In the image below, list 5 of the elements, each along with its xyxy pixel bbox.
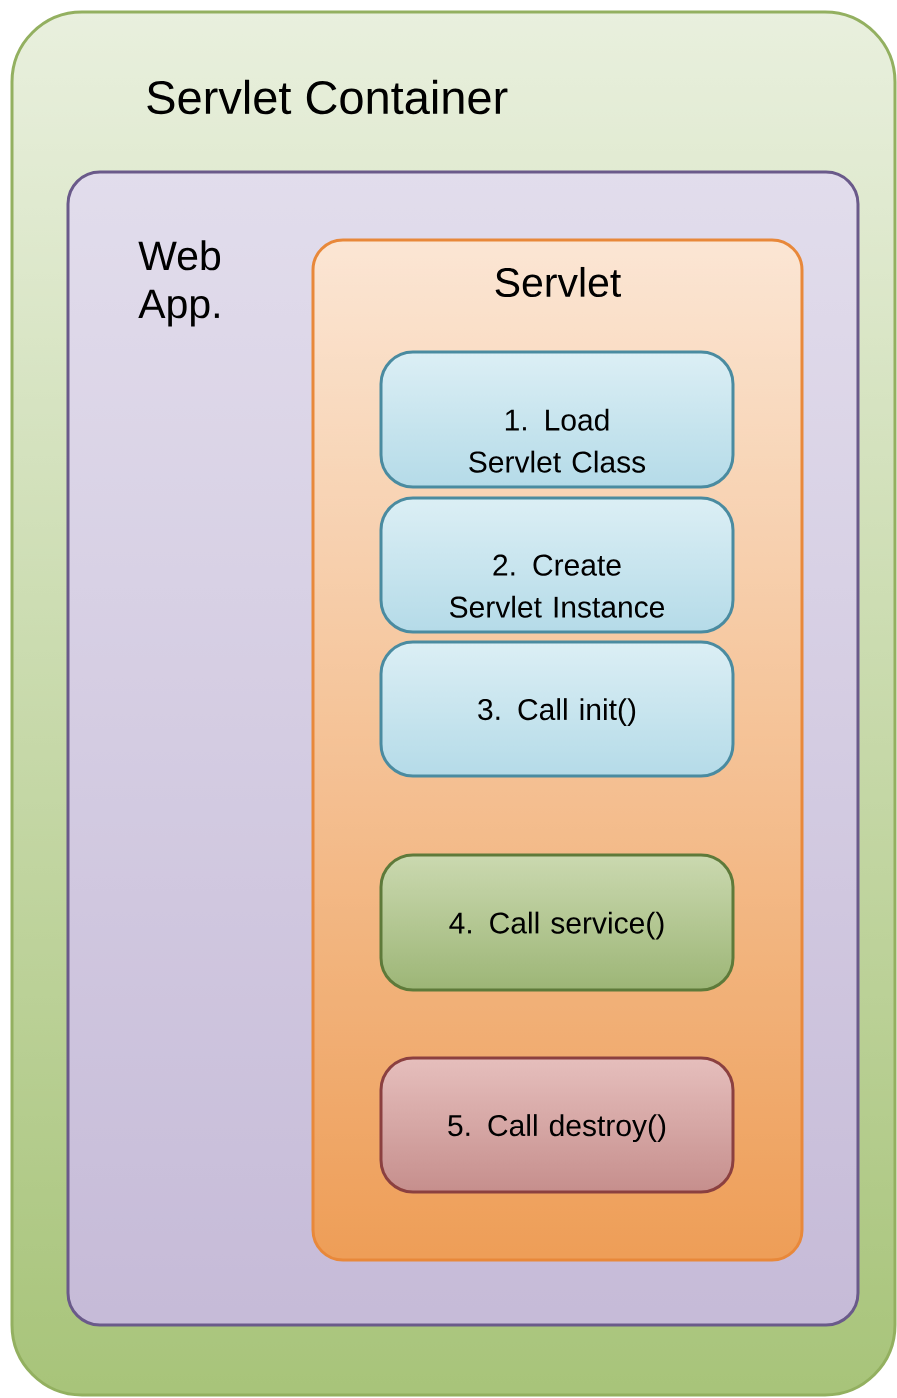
step-box: 2. Create Servlet Instance xyxy=(379,496,735,634)
step-box: 3. Call init() xyxy=(379,640,735,778)
step-box: 1. Load Servlet Class xyxy=(379,350,735,489)
step-box: 5. Call destroy() xyxy=(379,1056,735,1194)
step-box: 4. Call service() xyxy=(379,853,735,992)
